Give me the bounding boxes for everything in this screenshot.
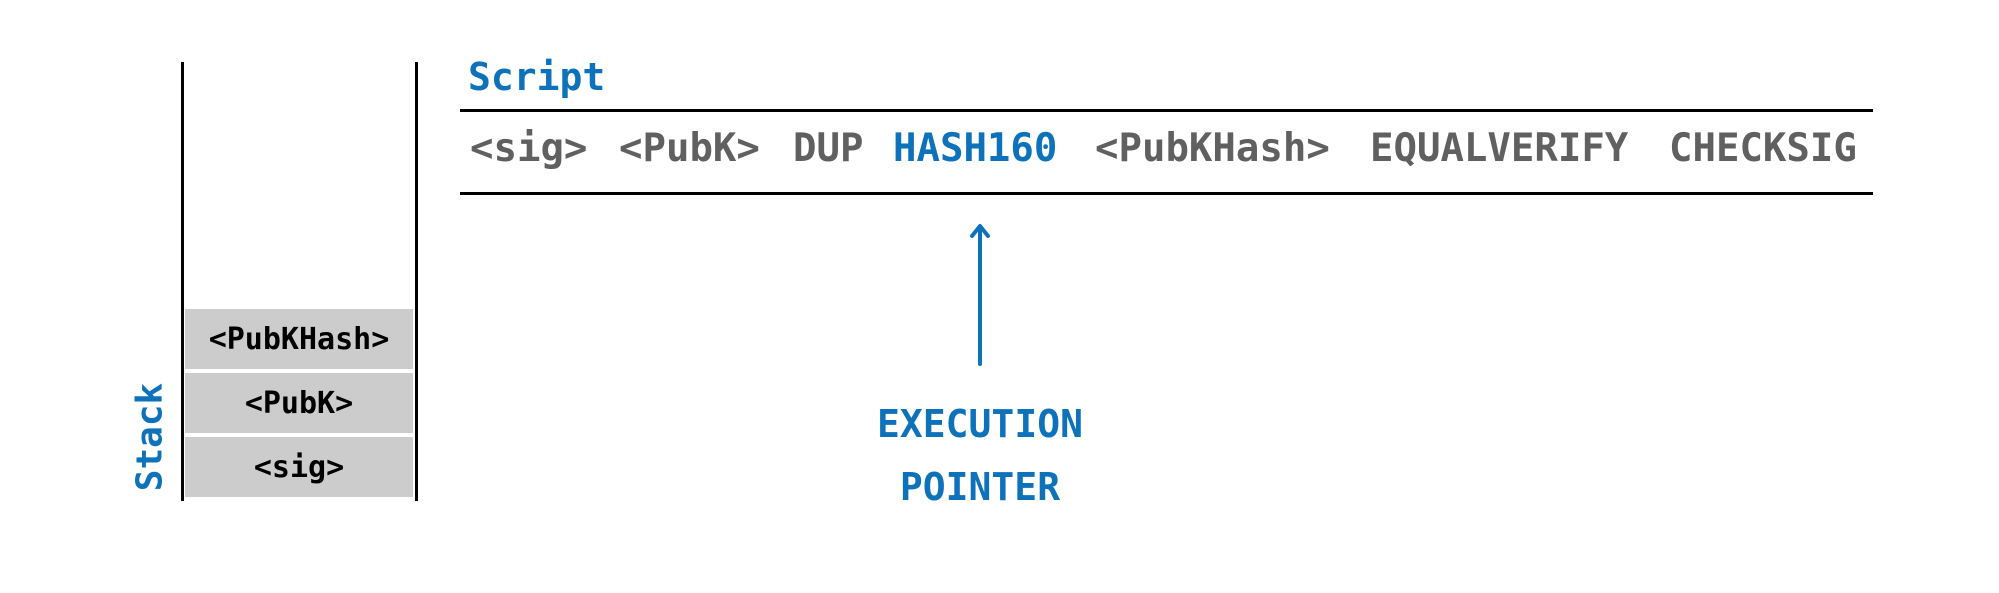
stack-item-sig: <sig> [185, 437, 413, 497]
stack-right-wall [415, 62, 418, 501]
script-heading: Script [468, 55, 606, 99]
execution-pointer-arrow-icon [970, 224, 990, 366]
execution-pointer-label-line1: EXECUTION [877, 402, 1083, 446]
script-token-pubk: <PubK> [619, 126, 760, 171]
script-bottom-rule [460, 192, 1873, 195]
script-line: <sig> <PubK> DUP HASH160 <PubKHash> EQUA… [0, 126, 1999, 176]
script-token-hash160: HASH160 [893, 126, 1058, 171]
script-token-sig: <sig> [470, 126, 588, 171]
stack-item-pubkhash: <PubKHash> [185, 309, 413, 369]
stack-left-wall [181, 62, 184, 501]
script-token-pubkhash: <PubKHash> [1095, 126, 1330, 171]
script-token-equalverify: EQUALVERIFY [1370, 126, 1629, 171]
stack-item-pubk: <PubK> [185, 373, 413, 433]
stack-label: Stack [129, 382, 171, 492]
script-token-checksig: CHECKSIG [1669, 126, 1857, 171]
script-top-rule [460, 109, 1873, 112]
execution-pointer-label-line2: POINTER [899, 465, 1061, 509]
script-token-dup: DUP [793, 126, 864, 171]
